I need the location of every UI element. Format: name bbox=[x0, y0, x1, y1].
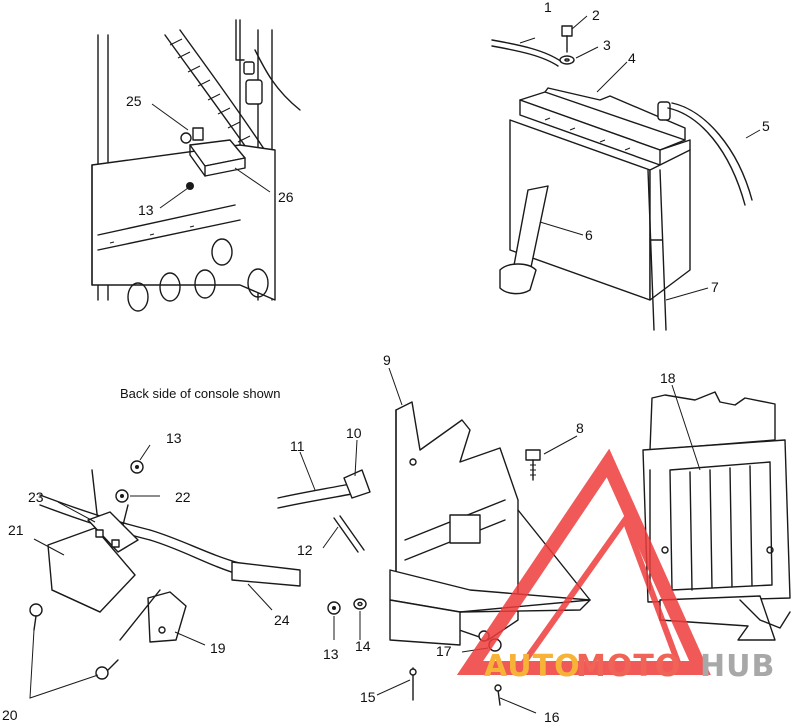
callout-25: 25 bbox=[126, 93, 142, 109]
callout-1: 1 bbox=[544, 0, 552, 15]
callout-2: 2 bbox=[592, 7, 600, 23]
callout-14: 14 bbox=[355, 638, 371, 654]
callout-9: 9 bbox=[383, 352, 391, 368]
callout-24: 24 bbox=[274, 612, 290, 628]
callout-17: 17 bbox=[436, 643, 452, 659]
callout-22: 22 bbox=[175, 489, 191, 505]
leader-lines bbox=[29, 15, 761, 714]
battery-view bbox=[491, 25, 753, 331]
callout-7: 7 bbox=[711, 279, 719, 295]
callout-13-regulator: 13 bbox=[166, 430, 182, 446]
callout-13-bracket: 13 bbox=[323, 646, 339, 662]
caption: Back side of console shown bbox=[120, 386, 280, 401]
callout-21: 21 bbox=[8, 522, 24, 538]
callout-19: 19 bbox=[210, 640, 226, 656]
regulator-view bbox=[29, 460, 301, 680]
callout-23: 23 bbox=[28, 489, 44, 505]
callout-11: 11 bbox=[290, 438, 305, 454]
callouts: 1 2 3 4 5 6 7 8 9 10 11 12 13 14 15 16 1… bbox=[2, 0, 770, 725]
callout-8: 8 bbox=[576, 420, 584, 436]
console-mount-view bbox=[91, 19, 301, 312]
callout-5: 5 bbox=[762, 118, 770, 134]
watermark: AUTO MOTO HUB bbox=[456, 448, 775, 684]
callout-26: 26 bbox=[278, 189, 294, 205]
callout-20: 20 bbox=[2, 707, 18, 723]
callout-4: 4 bbox=[628, 50, 636, 66]
watermark-moto: MOTO bbox=[576, 649, 681, 684]
callout-18: 18 bbox=[660, 370, 676, 386]
watermark-triangle-icon bbox=[456, 448, 711, 675]
battery-bracket-view bbox=[277, 401, 591, 706]
callout-15: 15 bbox=[360, 689, 376, 705]
watermark-auto: AUTO bbox=[484, 649, 581, 684]
callout-10: 10 bbox=[346, 425, 362, 441]
callout-3: 3 bbox=[603, 37, 611, 53]
callout-13: 13 bbox=[138, 202, 154, 218]
callout-16: 16 bbox=[544, 709, 560, 725]
watermark-hub: HUB bbox=[700, 649, 775, 684]
battery-box-view bbox=[642, 391, 791, 641]
callout-12: 12 bbox=[297, 542, 313, 558]
callout-6: 6 bbox=[585, 227, 593, 243]
